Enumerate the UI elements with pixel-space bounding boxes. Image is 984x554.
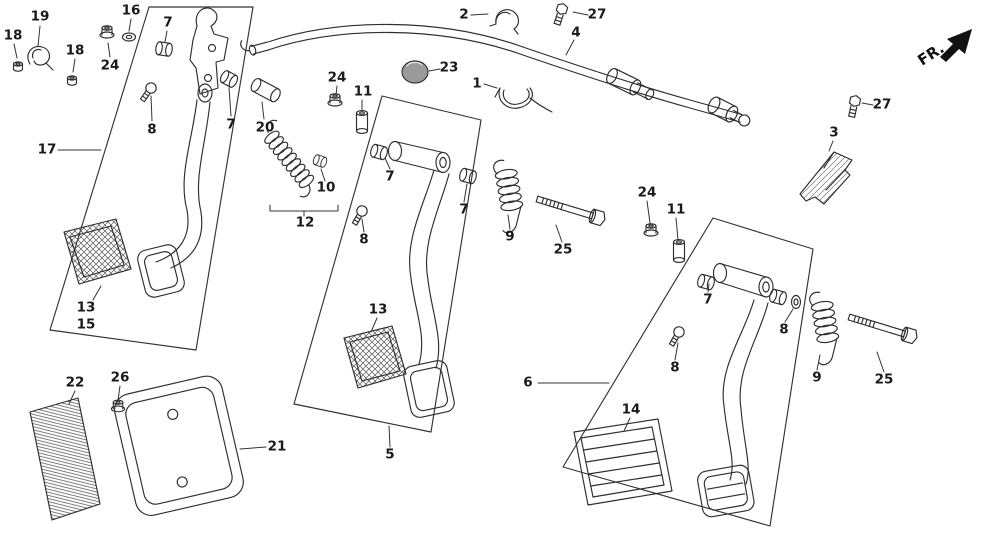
pedal-spring-9-right (806, 289, 844, 367)
at-pedal-box (562, 217, 814, 527)
bushing-7-topleft (154, 40, 174, 58)
callout-label: 9 (812, 369, 822, 386)
callout-label: 9 (505, 228, 515, 245)
callout-label: 13 (76, 299, 96, 316)
clutch-pedal-box (49, 6, 254, 351)
callout-label: 2 (459, 6, 469, 23)
callout-label: 27 (587, 6, 607, 23)
callout-label: 24 (637, 184, 657, 201)
callout-label: 14 (621, 401, 641, 418)
bushing-7-mid-left (368, 143, 390, 161)
callout-label: 8 (147, 121, 157, 138)
callout-label: 24 (327, 69, 347, 86)
rubber-cap-23 (401, 60, 429, 84)
bolt-27-top (551, 1, 570, 27)
nut-24-mid (327, 93, 343, 107)
callout-label: 16 (121, 2, 141, 19)
callout-label: 7 (385, 168, 395, 185)
cable-clip-2 (489, 9, 520, 35)
brake-pedal-arm (403, 169, 455, 418)
cable-end-left (240, 40, 270, 56)
callout-label: 12 (295, 214, 315, 231)
bushing-10 (311, 153, 329, 169)
callout-label: 23 (439, 59, 459, 76)
at-pedal-arm (697, 299, 769, 518)
cable-clip-1 (494, 87, 553, 113)
callout-label: 26 (110, 369, 130, 386)
bolt-8-right (666, 324, 687, 349)
bushing-7-right-a (695, 273, 717, 291)
callout-label: 8 (670, 359, 680, 376)
callout-label: 11 (353, 83, 373, 100)
bushing-7-right-b (767, 288, 789, 306)
bolt-27-right (846, 94, 862, 119)
at-pedal-pad-14 (573, 418, 673, 506)
cover-plate-21 (114, 375, 244, 516)
nut-24-right (643, 223, 659, 237)
grommet-18-left (12, 61, 24, 72)
callout-label: 18 (65, 42, 85, 59)
leader-lines (13, 11, 885, 450)
callout-label: 20 (255, 119, 275, 136)
clutch-pedal-pad-13 (63, 218, 132, 285)
pin-20 (250, 77, 281, 103)
clip-19 (27, 45, 54, 71)
washer-8-right (790, 294, 802, 310)
clutch-pedal-bracket (189, 7, 229, 95)
callout-label: 24 (100, 57, 120, 74)
bracket-3 (799, 151, 853, 205)
callout-label: 7 (226, 116, 236, 133)
fr-direction-arrow (940, 29, 972, 62)
callout-label: 25 (553, 241, 573, 258)
brake-pedal-box (293, 95, 482, 433)
callout-label: 11 (666, 201, 686, 218)
bushing-7-mid-right (457, 167, 479, 185)
washer-16 (121, 32, 137, 42)
callout-label: 8 (359, 231, 369, 248)
return-spring-12 (264, 119, 315, 198)
callout-label: 27 (872, 96, 892, 113)
grommet-18-right (66, 75, 78, 86)
brake-pedal-boss (387, 140, 451, 174)
bolt-8-mid (349, 203, 370, 228)
callout-label: 6 (523, 374, 533, 391)
bolt-8-left (137, 80, 159, 104)
callout-label: 7 (703, 291, 713, 308)
callout-label: 17 (37, 141, 57, 158)
throttle-cable (240, 23, 751, 127)
footrest-22 (29, 397, 101, 521)
callout-label: 19 (30, 8, 50, 25)
fr-direction-label: FR. (914, 39, 947, 69)
callout-label: 4 (571, 24, 581, 41)
clutch-pedal-arm (137, 83, 213, 298)
callout-label: 10 (316, 179, 336, 196)
cable-end-right (707, 96, 751, 127)
callout-label: 21 (267, 438, 287, 455)
callout-label: 7 (459, 201, 469, 218)
nut-24-left (99, 25, 115, 39)
callout-label: 1 (472, 75, 482, 92)
cable-adjuster (606, 67, 655, 101)
callout-label: 13 (368, 301, 388, 318)
brake-pedal-pad-13 (343, 325, 407, 389)
callout-label: 25 (874, 371, 894, 388)
callout-label: 18 (3, 27, 23, 44)
at-pedal-boss (712, 262, 774, 298)
callout-label: 3 (829, 124, 839, 141)
pivot-bolt-25-right (846, 309, 920, 346)
pin-11-right (672, 239, 686, 263)
pivot-bolt-25-left (534, 191, 608, 228)
bushing-7-left (218, 68, 240, 90)
callout-label: 22 (65, 374, 85, 391)
nut-26 (110, 399, 126, 413)
callout-label: 7 (163, 14, 173, 31)
callout-label: 8 (779, 321, 789, 338)
callout-label: 15 (76, 316, 96, 333)
pin-11-mid (355, 110, 369, 134)
callout-label: 5 (385, 446, 395, 463)
